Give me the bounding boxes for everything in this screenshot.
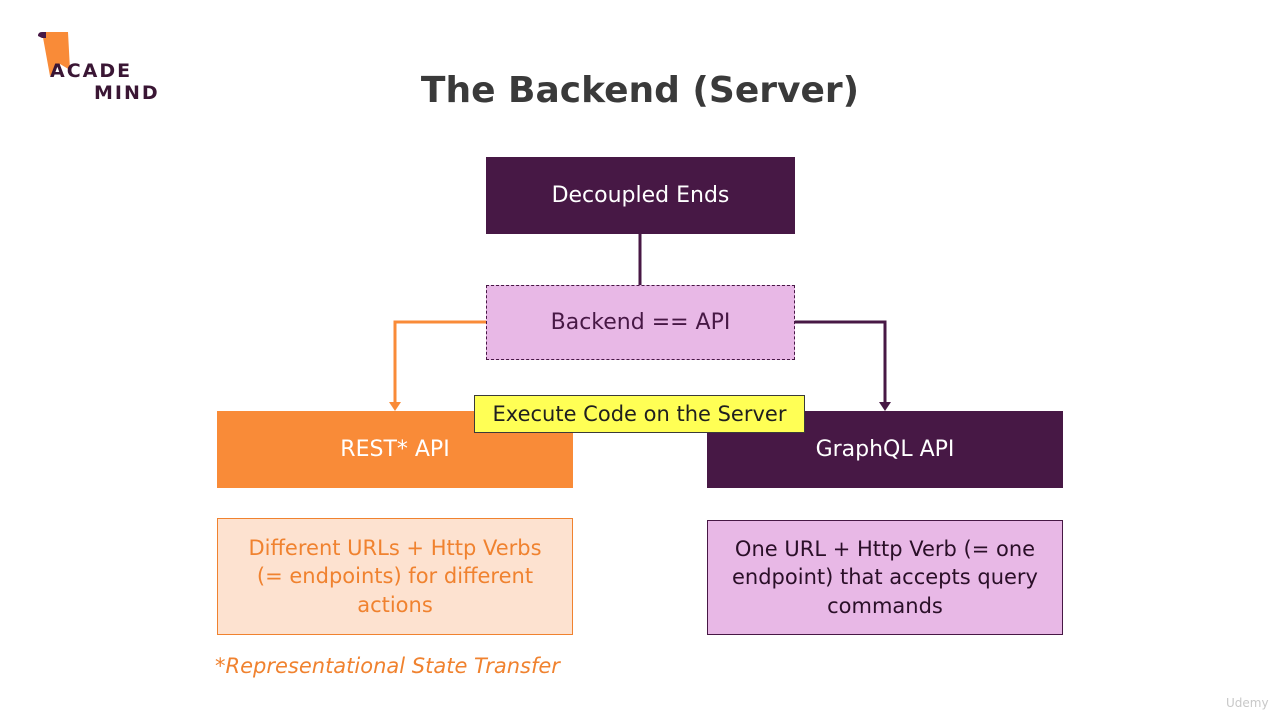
arrowhead-graphql [879,402,891,411]
connector-middle-to-rest [393,320,486,402]
logo-text-line2: MIND [94,82,160,104]
logo-bookmark-icon [38,32,70,76]
logo-text-line1: ACADE [50,60,133,82]
decoupled-ends-label: Decoupled Ends [551,183,730,208]
connector-middle-to-graphql [795,320,887,402]
backend-api-label: Backend == API [550,310,731,335]
graphql-description-box: One URL + Http Verb (= one endpoint) tha… [707,520,1063,635]
footnote: *Representational State Transfer [215,654,560,678]
graphql-description-text: One URL + Http Verb (= one endpoint) tha… [732,536,1038,618]
rest-description-box: Different URLs + Http Verbs (= endpoints… [217,518,573,635]
rest-api-label: REST* API [340,437,450,462]
decoupled-ends-box: Decoupled Ends [486,157,795,234]
backend-api-box: Backend == API [486,285,795,360]
arrowhead-rest [389,402,401,411]
caption-subtitle: Execute Code on the Server [474,395,805,433]
academind-logo: ACADE MIND [36,30,176,110]
udemy-watermark: Udemy [1226,696,1269,710]
slide-title: The Backend (Server) [420,70,860,111]
rest-description-text: Different URLs + Http Verbs (= endpoints… [248,535,542,617]
graphql-api-label: GraphQL API [815,437,955,462]
